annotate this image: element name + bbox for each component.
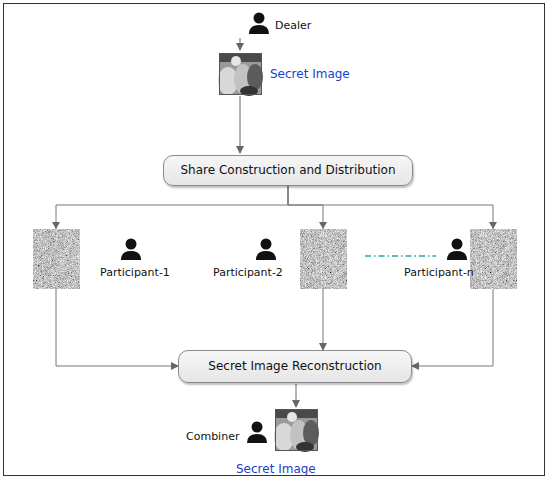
- noise-share: [470, 229, 517, 289]
- image-caption: Secret Image: [236, 462, 316, 476]
- dealer-icon: [249, 13, 269, 35]
- secret-image: [274, 409, 319, 452]
- arrowhead: [319, 222, 327, 229]
- flow-arrow: [240, 96, 241, 153]
- box-label: Secret Image Reconstruction: [208, 359, 381, 373]
- flow-arrow: [240, 38, 241, 50]
- image-caption: Secret Image: [270, 67, 350, 81]
- box-label: Share Construction and Distribution: [180, 163, 395, 177]
- flow-connector: [288, 186, 493, 366]
- process-box: Secret Image Reconstruction: [178, 350, 412, 383]
- actor-name: Dealer: [275, 19, 311, 32]
- participant-icon: [256, 239, 276, 261]
- arrowhead: [489, 222, 497, 229]
- secret-image: [218, 53, 263, 96]
- actor-name: Participant-1: [100, 266, 170, 279]
- noise-share: [33, 229, 80, 289]
- arrowhead: [52, 222, 60, 229]
- flow-connector: [56, 186, 288, 366]
- participant-icon: [121, 239, 141, 261]
- process-box: Share Construction and Distribution: [163, 155, 413, 186]
- noise-share: [300, 229, 347, 289]
- actor-name: Combiner: [186, 430, 239, 443]
- flow-arrow: [296, 384, 297, 407]
- actor-name: Participant-n: [404, 266, 474, 279]
- combiner-icon: [247, 422, 267, 444]
- ellipsis-line: [365, 255, 436, 257]
- actor-name: Participant-2: [213, 266, 283, 279]
- participant-icon: [447, 239, 467, 261]
